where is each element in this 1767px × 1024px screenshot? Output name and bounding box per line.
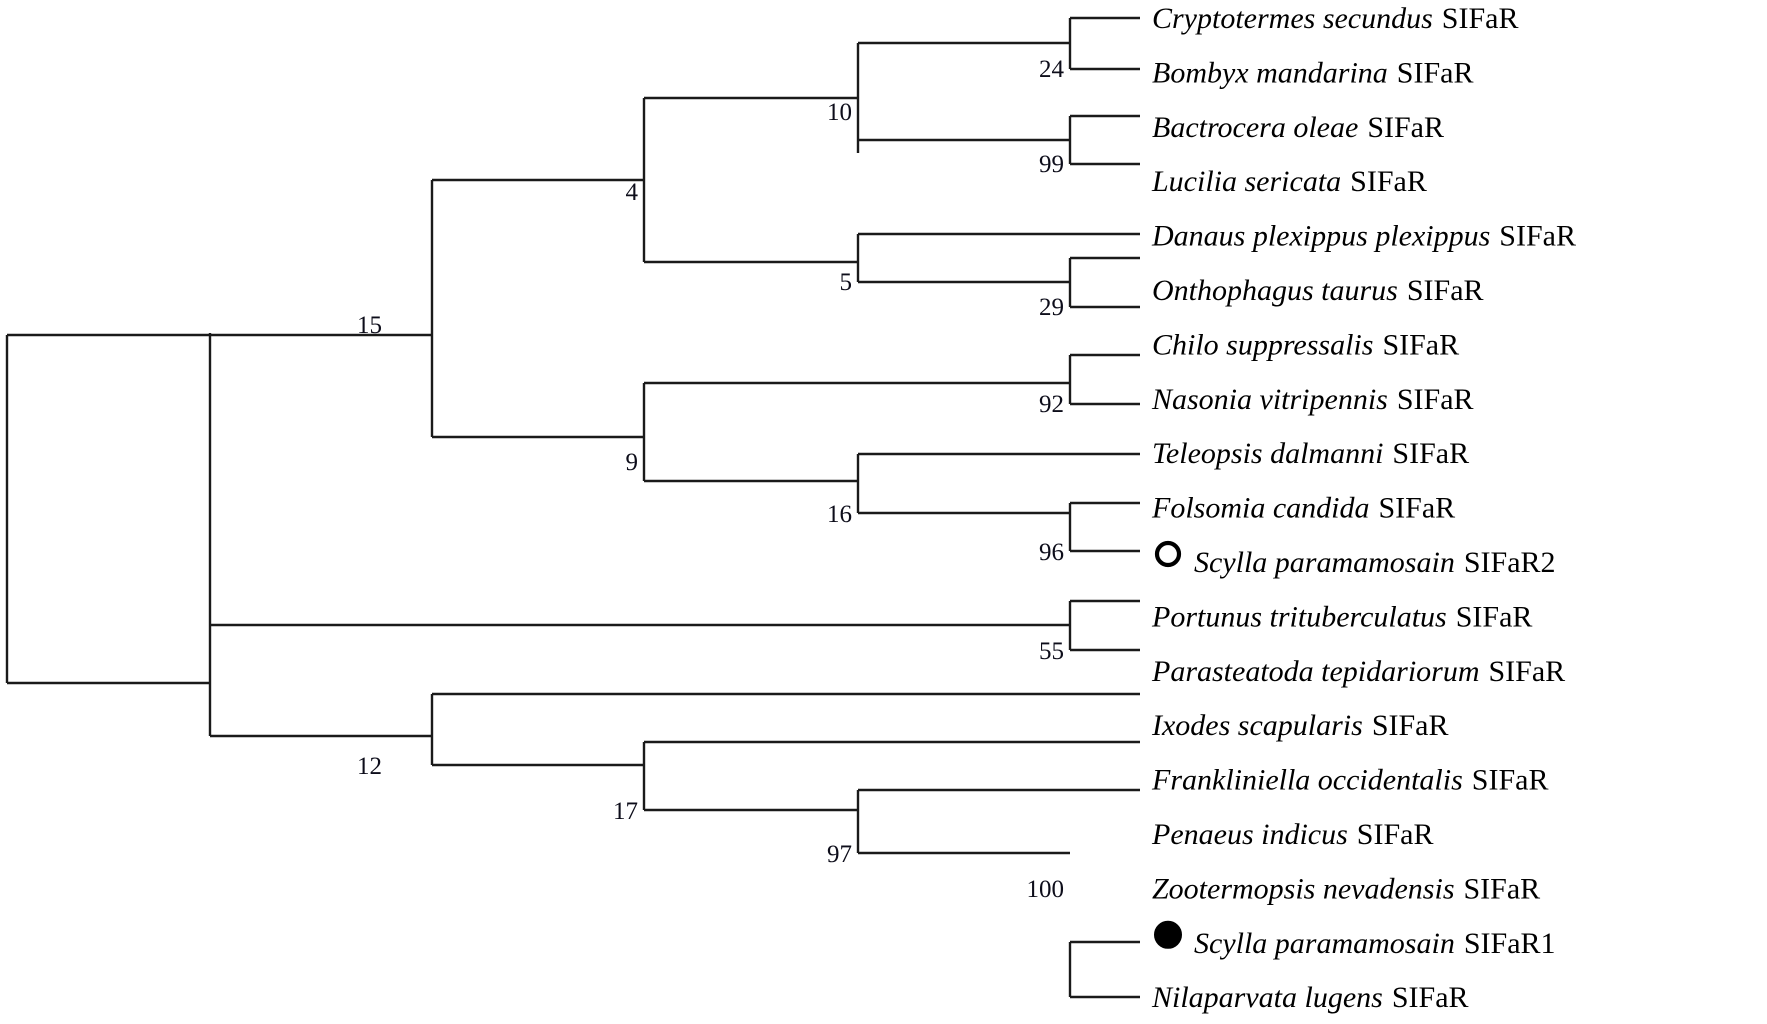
taxon-species-name: Nasonia vitripennis <box>1151 383 1388 416</box>
taxon-species-name: Frankliniella occidentalis <box>1151 764 1463 797</box>
taxon-gene-name: SIFaR <box>1472 764 1549 797</box>
support-value-17: 17 <box>613 798 638 825</box>
taxon-label: Nilaparvata lugens SIFaR <box>1151 981 1469 1014</box>
filled-circle-marker-icon <box>1154 920 1182 949</box>
taxon-gene-name: SIFaR <box>1382 328 1459 361</box>
support-value-96: 96 <box>1039 539 1064 566</box>
taxon-label: Danaus plexippus plexippus SIFaR <box>1151 220 1576 253</box>
taxon-gene-name: SIFaR <box>1372 709 1449 742</box>
taxon-species-name: Zootermopsis nevadensis <box>1152 872 1455 905</box>
taxon-label: Frankliniella occidentalis SIFaR <box>1151 764 1548 797</box>
support-label-layer: 24 99 10 29 5 4 92 96 16 9 15 55 100 97 17 12 <box>357 56 1065 903</box>
taxon-species-name: Danaus plexippus plexippus <box>1151 220 1490 253</box>
taxon-species-name: Folsomia candida <box>1151 492 1370 525</box>
taxon-marker-layer <box>1154 540 1182 949</box>
taxon-gene-name: SIFaR <box>1392 437 1469 470</box>
support-value-15: 15 <box>357 312 382 339</box>
support-value-10: 10 <box>827 99 852 126</box>
taxon-species-name: Nilaparvata lugens <box>1151 981 1383 1014</box>
taxon-gene-name: SIFaR <box>1489 655 1566 688</box>
taxon-label: Nasonia vitripennis SIFaR <box>1151 383 1474 416</box>
taxon-label: Parasteatoda tepidariorum SIFaR <box>1151 655 1565 688</box>
support-value-24: 24 <box>1039 56 1065 83</box>
support-value-5: 5 <box>840 269 853 296</box>
taxon-gene-name: SIFaR <box>1392 981 1469 1014</box>
taxon-gene-name: SIFaR <box>1397 383 1474 416</box>
support-value-29: 29 <box>1039 294 1064 321</box>
taxon-species-name: Bactrocera oleae <box>1152 111 1358 144</box>
support-value-55: 55 <box>1039 638 1064 665</box>
taxon-species-name: Bombyx mandarina <box>1152 56 1388 89</box>
taxon-gene-name: SIFaR <box>1367 111 1444 144</box>
taxon-label: Penaeus indicus SIFaR <box>1151 818 1433 851</box>
taxon-gene-name: SIFaR2 <box>1464 546 1556 579</box>
taxon-label: Scylla paramamosain SIFaR2 <box>1194 546 1556 579</box>
branch-layer <box>5 16 1140 999</box>
taxon-species-name: Chilo suppressalis <box>1152 328 1373 361</box>
taxon-species-name: Cryptotermes secundus <box>1152 2 1433 35</box>
taxon-gene-name: SIFaR <box>1397 56 1474 89</box>
support-value-9: 9 <box>626 449 639 476</box>
taxon-gene-name: SIFaR <box>1456 600 1533 633</box>
open-circle-marker-icon <box>1154 540 1182 568</box>
support-value-16: 16 <box>827 501 852 528</box>
taxon-gene-name: SIFaR <box>1464 872 1541 905</box>
taxon-species-name: Scylla paramamosain <box>1194 546 1455 579</box>
taxon-label: Teleopsis dalmanni SIFaR <box>1152 437 1469 470</box>
taxon-label: Ixodes scapularis SIFaR <box>1151 709 1449 742</box>
taxon-label: Bactrocera oleae SIFaR <box>1152 111 1444 144</box>
taxon-gene-name: SIFaR <box>1442 2 1519 35</box>
taxon-label: Lucilia sericata SIFaR <box>1151 165 1427 198</box>
taxon-gene-name: SIFaR <box>1407 274 1484 307</box>
taxon-label: Folsomia candida SIFaR <box>1151 492 1455 525</box>
taxon-label: Onthophagus taurus SIFaR <box>1152 274 1484 307</box>
taxon-gene-name: SIFaR <box>1379 492 1456 525</box>
taxon-species-name: Parasteatoda tepidariorum <box>1151 655 1480 688</box>
taxon-label: Chilo suppressalis SIFaR <box>1152 328 1459 361</box>
taxon-species-name: Lucilia sericata <box>1151 165 1341 198</box>
support-value-4: 4 <box>626 179 639 206</box>
taxon-species-name: Scylla paramamosain <box>1194 927 1455 960</box>
taxon-label: Zootermopsis nevadensis SIFaR <box>1152 872 1540 905</box>
taxon-species-name: Ixodes scapularis <box>1151 709 1363 742</box>
support-value-12: 12 <box>357 753 382 780</box>
support-value-100: 100 <box>1027 876 1065 903</box>
taxon-gene-name: SIFaR <box>1350 165 1427 198</box>
taxon-label: Scylla paramamosain SIFaR1 <box>1194 927 1556 960</box>
taxon-gene-name: SIFaR <box>1357 818 1434 851</box>
taxon-species-name: Teleopsis dalmanni <box>1152 437 1383 470</box>
taxon-species-name: Portunus trituberculatus <box>1151 600 1447 633</box>
support-value-92: 92 <box>1039 391 1064 418</box>
taxon-label: Bombyx mandarina SIFaR <box>1152 56 1473 89</box>
taxon-gene-name: SIFaR <box>1499 220 1576 253</box>
taxon-label: Cryptotermes secundus SIFaR <box>1152 2 1518 35</box>
support-value-97: 97 <box>827 841 852 868</box>
support-value-99: 99 <box>1039 151 1064 178</box>
taxon-label: Portunus trituberculatus SIFaR <box>1151 600 1532 633</box>
taxon-gene-name: SIFaR1 <box>1464 927 1556 960</box>
taxon-species-name: Penaeus indicus <box>1151 818 1348 851</box>
taxon-species-name: Onthophagus taurus <box>1152 274 1398 307</box>
